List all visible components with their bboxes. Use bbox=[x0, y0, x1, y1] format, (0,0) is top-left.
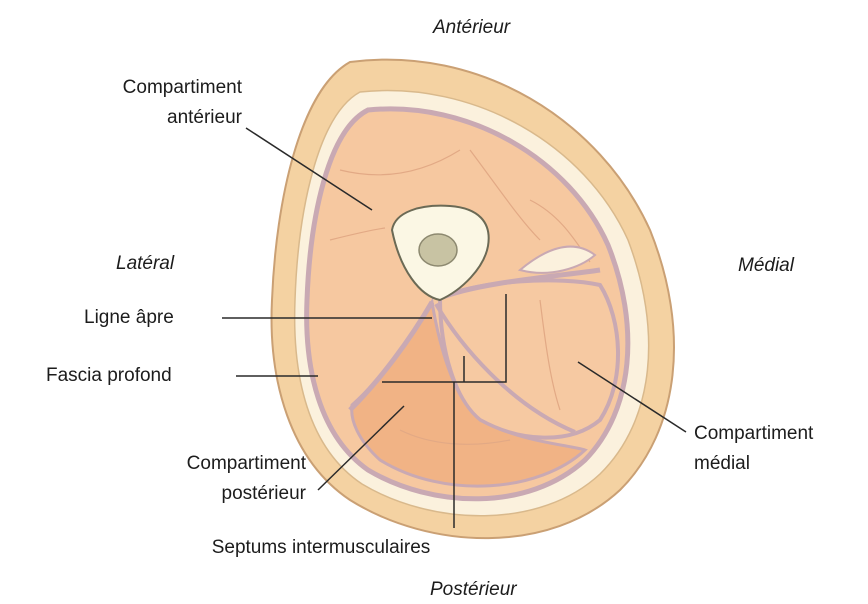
anterior-orientation-label: Antérieur bbox=[433, 16, 510, 40]
linea-aspera-label: Ligne âpre bbox=[84, 306, 174, 330]
femur-marrow bbox=[419, 234, 457, 266]
medial-orientation-label: Médial bbox=[738, 254, 794, 278]
lateral-orientation-label: Latéral bbox=[116, 252, 174, 276]
intermuscular-septa-label: Septums intermusculaires bbox=[168, 536, 474, 560]
anterior-compartment-label: Compartiment antérieur bbox=[52, 76, 242, 130]
anterior-compartment-label-line1: Compartiment bbox=[52, 76, 242, 100]
medial-compartment-label-line1: Compartiment bbox=[694, 422, 813, 446]
medial-compartment-label-line2: médial bbox=[694, 452, 813, 476]
posterior-orientation-label: Postérieur bbox=[430, 578, 517, 602]
anterior-compartment-label-line2: antérieur bbox=[52, 106, 242, 130]
posterior-compartment-label-line1: Compartiment bbox=[110, 452, 306, 476]
medial-compartment-label: Compartiment médial bbox=[694, 422, 813, 476]
posterior-compartment-label: Compartiment postérieur bbox=[110, 452, 306, 506]
posterior-compartment-label-line2: postérieur bbox=[110, 482, 306, 506]
deep-fascia-label: Fascia profond bbox=[46, 364, 172, 388]
